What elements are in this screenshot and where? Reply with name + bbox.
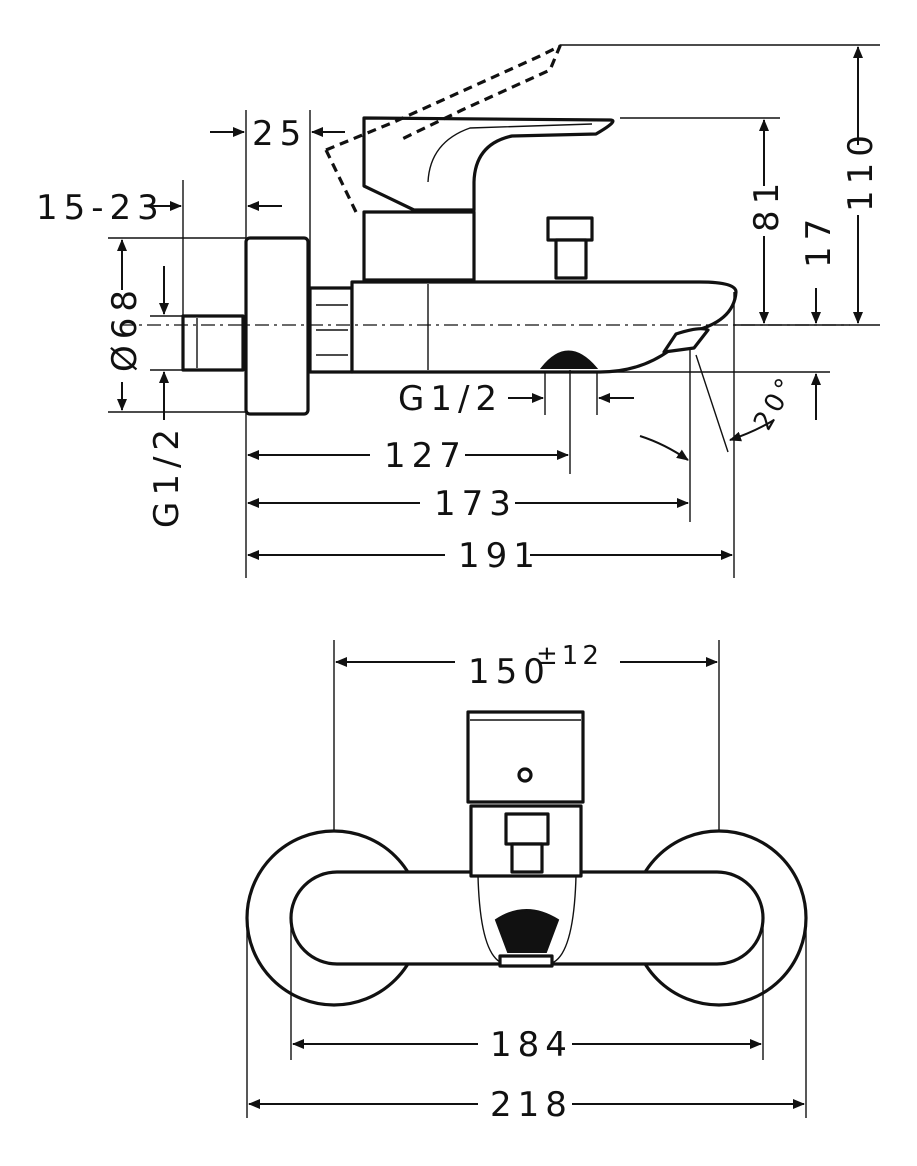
diverter-knob (546, 216, 594, 242)
dim-218: 218 (490, 1085, 573, 1125)
front-diverter (504, 812, 550, 846)
front-handle-indicator (517, 767, 533, 783)
dim-outlet-g12: G1/2 (398, 379, 503, 419)
dim-150-tolerance: ±12 (536, 641, 603, 671)
dim-191: 191 (458, 536, 541, 576)
dim-173: 173 (434, 484, 517, 524)
front-handle (466, 710, 585, 804)
spout-body (350, 280, 738, 374)
dim-150: 150 (468, 652, 551, 692)
front-outlet (494, 909, 560, 953)
spout-aerator (662, 327, 710, 354)
dim-81: 81 (747, 177, 787, 232)
dim-angle-20: 20° (748, 370, 803, 435)
dim-15-23: 15-23 (36, 188, 165, 228)
side-view: 25 15-23 Ø68 G1/2 G1/2 81 17 110 20° (36, 44, 881, 578)
bath-outlet (539, 350, 599, 369)
lever-handle (362, 116, 615, 212)
wall-flange (244, 236, 310, 416)
front-view: 150 ±12 184 218 (245, 640, 808, 1125)
dim-127: 127 (384, 436, 467, 476)
dim-inlet-g12: G1/2 (147, 423, 187, 528)
dim-184: 184 (490, 1025, 573, 1065)
inlet-connector (181, 314, 245, 372)
dim-110: 110 (841, 129, 881, 212)
cartridge-housing (362, 210, 476, 282)
handle-open-position (324, 44, 562, 213)
dim-17: 17 (799, 213, 839, 268)
dim-diameter-68: Ø68 (105, 284, 145, 372)
dim-25: 25 (252, 114, 307, 154)
